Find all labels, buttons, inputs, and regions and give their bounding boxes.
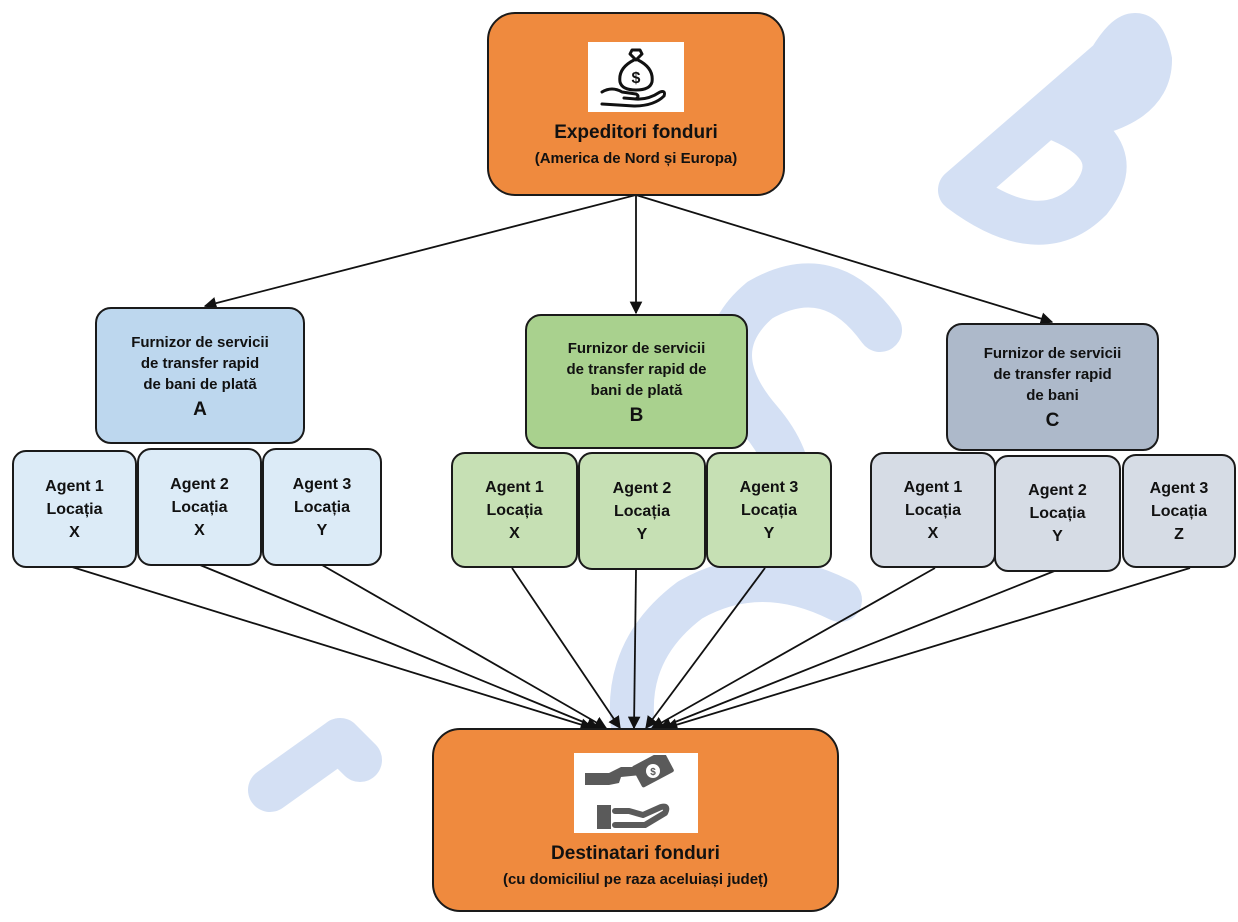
recipient-box: $ Destinatari fonduri (cu domiciliul pe …	[432, 728, 839, 912]
svg-text:$: $	[650, 767, 656, 778]
arrow-agent-a2-to-recipient	[199, 564, 600, 730]
agent-name: Agent 1	[485, 478, 544, 496]
provider-line: de transfer rapid	[140, 354, 260, 372]
provider-line: Furnizor de servicii	[983, 345, 1122, 362]
agent-location-code: Y	[1052, 528, 1063, 545]
agent-location-label: Locația	[1029, 505, 1086, 522]
recipient-subtitle: (cu domiciliul pe raza aceluiași județ)	[502, 870, 769, 888]
agent-name: Agent 3	[1149, 479, 1209, 497]
agent-location-label: Locația	[740, 501, 797, 519]
provider-line: de transfer rapid de	[566, 360, 707, 378]
agent-name: Agent 1	[45, 477, 104, 495]
arrow-agent-a1-to-recipient	[71, 566, 594, 731]
agent-a2: Agent 2 Locația X	[137, 448, 262, 566]
provider-letter: A	[193, 398, 207, 420]
agent-name: Agent 3	[739, 478, 799, 496]
agent-name: Agent 2	[170, 475, 229, 493]
agent-location-code: Z	[1174, 525, 1184, 543]
arrow-agent-b2-to-recipient	[627, 569, 641, 730]
provider-line: de transfer rapid	[993, 366, 1112, 383]
cash-handover-icon: $	[573, 752, 698, 833]
arrow-agent-c2-to-recipient	[658, 569, 1058, 730]
arrow-sender-to-provider-a	[203, 194, 637, 310]
agent-location-code: Y	[763, 524, 775, 542]
agent-location-label: Locația	[46, 500, 103, 518]
agent-location-code: X	[927, 524, 939, 542]
agent-c2: Agent 2 Locația Y	[994, 455, 1121, 572]
provider-line: bani de plată	[590, 381, 683, 399]
agent-location-code: X	[509, 524, 520, 542]
agent-name: Agent 1	[903, 478, 963, 496]
provider-letter: B	[629, 404, 644, 426]
arrow-agent-b1-to-recipient	[511, 567, 621, 730]
provider-box-b: Furnizor de servicii de transfer rapid d…	[525, 314, 748, 449]
agent-b2: Agent 2 Locația Y	[578, 452, 706, 570]
agent-location-label: Locația	[1150, 502, 1207, 520]
provider-line: de bani de plată	[143, 375, 257, 393]
svg-text:$: $	[632, 70, 641, 87]
arrow-agent-c1-to-recipient	[650, 567, 936, 729]
arrow-agent-b3-to-recipient	[645, 567, 766, 730]
provider-box-a: Furnizor de servicii de transfer rapid d…	[95, 307, 305, 444]
provider-line: Furnizor de servicii	[131, 333, 269, 351]
watermark-stroke	[248, 718, 382, 812]
agent-location-label: Locația	[613, 502, 670, 520]
sender-box: $ Expeditori fonduri (America de Nord și…	[487, 12, 785, 196]
arrow-sender-to-provider-c	[635, 194, 1054, 325]
arrow-agent-a3-to-recipient	[321, 564, 608, 729]
arrow-agent-c3-to-recipient	[664, 567, 1191, 731]
agent-b3: Agent 3 Locația Y	[706, 452, 832, 568]
agent-location-code: Y	[636, 525, 648, 543]
provider-letter: C	[1045, 410, 1060, 431]
recipient-title: Destinatari fonduri	[551, 842, 720, 864]
agent-a3: Agent 3 Locația Y	[262, 448, 382, 566]
agent-name: Agent 2	[612, 479, 672, 497]
agent-location-label: Locația	[171, 498, 228, 516]
provider-line: de bani	[1026, 387, 1079, 404]
money-bag-in-hand-icon: $	[588, 41, 684, 112]
agent-name: Agent 3	[292, 475, 352, 493]
agent-b1: Agent 1 Locația X	[451, 452, 578, 568]
watermark-letter-b	[938, 13, 1173, 245]
agent-name: Agent 2	[1028, 482, 1087, 499]
sender-title: Expeditori fonduri	[554, 121, 718, 143]
agent-location-label: Locația	[486, 501, 543, 519]
provider-line: Furnizor de servicii	[567, 339, 706, 357]
agent-c3: Agent 3 Locația Z	[1122, 454, 1236, 568]
agent-location-label: Locația	[904, 501, 961, 519]
sender-subtitle: (America de Nord și Europa)	[534, 149, 738, 167]
agent-location-label: Locația	[293, 498, 350, 516]
agent-location-code: X	[194, 521, 205, 539]
agent-location-code: X	[69, 523, 80, 541]
agent-location-code: Y	[316, 521, 328, 539]
provider-box-c: Furnizor de servicii de transfer rapid d…	[946, 323, 1159, 451]
agent-c1: Agent 1 Locația X	[870, 452, 996, 568]
agent-a1: Agent 1 Locația X	[12, 450, 137, 568]
